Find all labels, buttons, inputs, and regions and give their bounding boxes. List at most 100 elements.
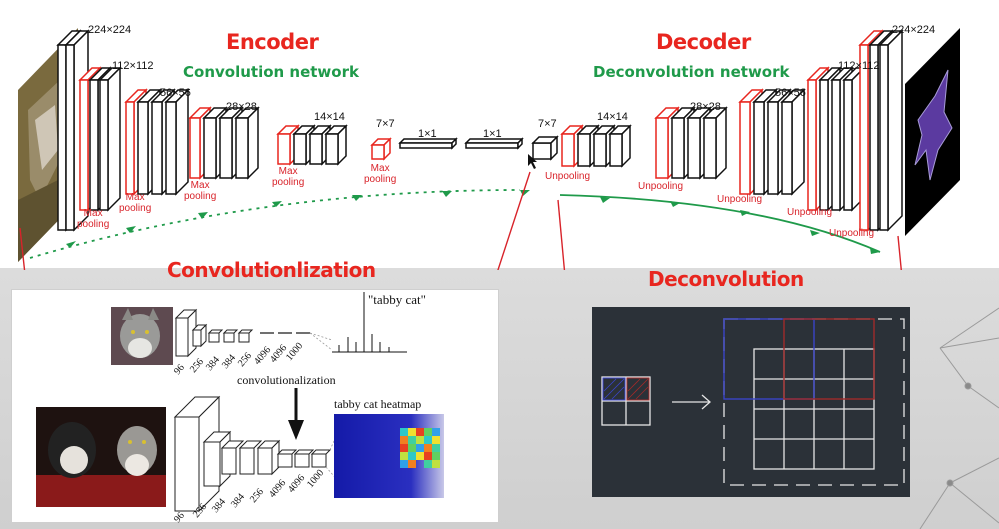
- heatmap-cell: [432, 460, 440, 468]
- deconvolution-panel: [592, 307, 910, 497]
- layer-slab: [371, 144, 385, 160]
- unpooling-label-1: Unpooling: [545, 171, 591, 182]
- heatmap-cell: [408, 444, 416, 452]
- layer-slab: [107, 66, 121, 212]
- unpooling-label-2: Unpooling: [638, 181, 684, 192]
- connector-lines: [19, 171, 902, 270]
- heatmap-cell: [432, 436, 440, 444]
- layer-slab: [219, 117, 233, 179]
- layer-slab: [325, 133, 339, 165]
- convolutionalization-label: convolutionalization: [237, 373, 336, 387]
- deconv-arrow: [672, 394, 711, 410]
- layer-slab: [203, 117, 217, 179]
- layer-slab: [189, 117, 201, 179]
- heatmap-cell: [416, 428, 424, 436]
- layer-slab: [671, 117, 685, 179]
- dec-dim-112: 112×112: [838, 60, 880, 72]
- layer-slab: [753, 101, 765, 195]
- layer-slab: [247, 106, 259, 180]
- enc-dim-112: 112×112: [112, 60, 154, 72]
- output-segmentation-image: [905, 28, 960, 236]
- heatmap-label: tabby cat heatmap: [334, 397, 422, 411]
- unpooling-label-4: Unpooling: [787, 207, 833, 218]
- heatmap-cell: [432, 444, 440, 452]
- layer-slab: [703, 117, 717, 179]
- layer-slab: [561, 133, 575, 167]
- decoder-title: Decoder: [656, 30, 751, 54]
- layer-slab: [791, 88, 805, 196]
- layer-slab: [687, 117, 701, 179]
- layer-slab: [887, 29, 903, 232]
- enc-dim-7: 7×7: [376, 118, 395, 130]
- decoder-blocks: [560, 29, 904, 232]
- layer-slab: [859, 44, 869, 231]
- heatmap-cell: [416, 444, 424, 452]
- enc-dim-14: 14×14: [314, 111, 345, 123]
- deconvolution-title: Deconvolution: [648, 267, 804, 291]
- layer-slab: [655, 117, 669, 179]
- convolutionalization-figure: [36, 292, 444, 513]
- layer-slab: [767, 101, 779, 195]
- heatmap-cell: [432, 452, 440, 460]
- layer-slab: [593, 133, 607, 167]
- mouse-cursor: [528, 154, 537, 169]
- fc-dim-2: 1×1: [483, 128, 502, 140]
- enc-dim-56: 56×56: [160, 87, 191, 99]
- deconv-input-grid: [601, 376, 651, 426]
- dec-dim-28: 28×28: [690, 101, 721, 113]
- dec-dim-7: 7×7: [538, 118, 557, 130]
- heatmap-cell: [400, 452, 408, 460]
- network-decoration: [919, 307, 999, 529]
- layer-slab: [807, 79, 817, 211]
- convolutionalization-panel: "tabby cat" convolutionalization tabby c…: [11, 289, 499, 525]
- max-pooling-label-1: Max pooling: [77, 208, 110, 230]
- layer-slab: [309, 133, 323, 165]
- heatmap-cell: [408, 436, 416, 444]
- heatmap-cell: [424, 436, 432, 444]
- layer-slab: [609, 133, 623, 167]
- tabby-cat-image-small: [111, 307, 173, 365]
- layer-slab: [739, 101, 751, 195]
- unpooling-label-5: Unpooling: [829, 228, 875, 239]
- heatmap-cell: [424, 444, 432, 452]
- dec-dim-56: 56×56: [775, 87, 806, 99]
- layer-slab: [831, 79, 841, 211]
- enc-dim-224: 224×224: [88, 24, 132, 36]
- encoder-decoder-diagram: [18, 28, 960, 270]
- fc-guide-lines: [309, 332, 333, 351]
- layer-slab: [577, 133, 591, 167]
- tabby-cat-heatmap: [334, 414, 444, 498]
- layer-slab: [843, 79, 853, 211]
- layer-slab: [781, 101, 793, 195]
- unpooling-label-3: Unpooling: [717, 194, 763, 205]
- layer-slab: [293, 133, 307, 165]
- max-pooling-label-2: Max pooling: [119, 192, 152, 214]
- heatmap-cell: [424, 460, 432, 468]
- layer-slab: [175, 88, 189, 196]
- heatmap-cell: [400, 428, 408, 436]
- heatmap-cell: [432, 428, 440, 436]
- fc-dim-1: 1×1: [418, 128, 437, 140]
- convolutionalization-arrow: [288, 388, 304, 440]
- layer-slab: [137, 101, 149, 195]
- heatmap-cell: [416, 436, 424, 444]
- dec-dim-224: 224×224: [892, 24, 936, 36]
- encoder-subtitle: Convolution network: [183, 63, 359, 81]
- heatmap-cell: [424, 428, 432, 436]
- layer-slab: [621, 124, 631, 168]
- decoder-subtitle: Deconvolution network: [593, 63, 790, 81]
- heatmap-cell: [400, 444, 408, 452]
- two-cats-image: [36, 407, 166, 507]
- layer-slab: [879, 44, 889, 231]
- max-pooling-label-3: Max pooling: [184, 180, 217, 202]
- encoder-blocks: [56, 29, 392, 232]
- layer-slab: [151, 101, 163, 195]
- layer-slab: [165, 101, 177, 195]
- arrow-heads: [66, 190, 880, 254]
- heatmap-cell: [400, 436, 408, 444]
- heatmap-cell: [424, 452, 432, 460]
- top-conv-chain: [174, 308, 254, 358]
- layer-slab: [89, 79, 99, 211]
- heatmap-cell: [408, 452, 416, 460]
- layer-slab: [125, 101, 135, 195]
